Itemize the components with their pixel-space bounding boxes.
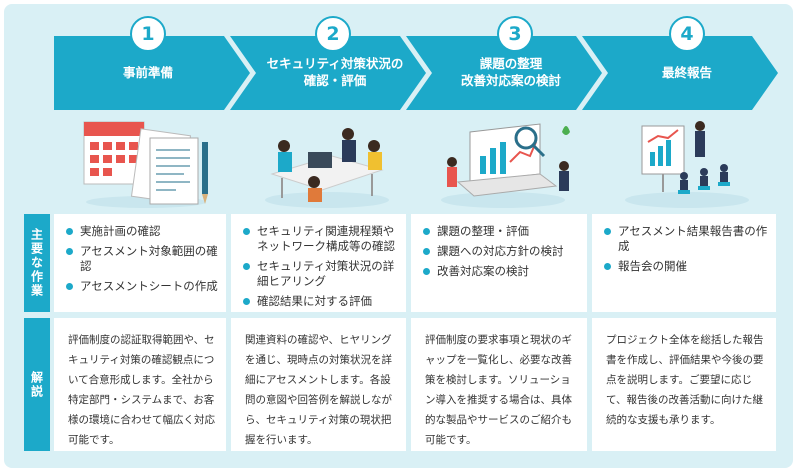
meeting-illustration xyxy=(265,128,389,208)
explanation-cell-1: 評価制度の認証取得範囲や、セキュリティ対策の確認観点について合意形成します。全社… xyxy=(54,318,226,451)
task-item: 課題の整理・評価 xyxy=(423,224,579,239)
task-item: アセスメント対象範囲の確認 xyxy=(66,244,218,274)
explanation-text: 関連資料の確認や、ヒヤリングを通じ、現時点の対策状況を詳細にアセスメントします。… xyxy=(245,334,392,446)
task-item: 課題への対応方針の検討 xyxy=(423,244,579,259)
main-tasks-cell-4: アセスメント結果報告書の作成 報告会の開催 xyxy=(592,214,776,312)
step-number-3: 3 xyxy=(497,16,533,52)
explanation-cell-2: 関連資料の確認や、ヒヤリングを通じ、現時点の対策状況を詳細にアセスメントします。… xyxy=(231,318,406,451)
explanation-text: プロジェクト全体を総括した報告書を作成し、評価結果や今後の要点を説明します。ご要… xyxy=(606,334,764,426)
explanation-text: 評価制度の要求事項と現状のギャップを一覧化し、必要な改善策を検討します。ソリュー… xyxy=(425,334,572,446)
task-item: 改善対応案の検討 xyxy=(423,264,579,279)
main-tasks-cell-3: 課題の整理・評価 課題への対応方針の検討 改善対応案の検討 xyxy=(411,214,587,312)
task-item: 報告会の開催 xyxy=(604,259,768,274)
analysis-illustration xyxy=(441,123,570,208)
task-item: セキュリティ対策状況の詳細ヒアリング xyxy=(243,259,398,289)
calendar-documents-illustration xyxy=(83,121,208,208)
main-tasks-cell-1: 実施計画の確認 アセスメント対象範囲の確認 アセスメントシートの作成 xyxy=(54,214,226,312)
task-item: アセスメント結果報告書の作成 xyxy=(604,224,768,254)
task-item: セキュリティ関連規程類やネットワーク構成等の確認 xyxy=(243,224,398,254)
presentation-illustration xyxy=(625,121,749,208)
step-arrow-3: 課題の整理 改善対応案の検討 xyxy=(406,36,602,110)
main-tasks-cell-2: セキュリティ関連規程類やネットワーク構成等の確認 セキュリティ対策状況の詳細ヒア… xyxy=(231,214,406,312)
row-label-main-tasks: 主要な作業 xyxy=(24,214,50,312)
explanation-text: 評価制度の認証取得範囲や、セキュリティ対策の確認観点について合意形成します。全社… xyxy=(68,334,215,446)
step-title-2: セキュリティ対策状況の 確認・評価 xyxy=(266,56,404,88)
step-number-1: 1 xyxy=(130,16,166,52)
task-item: 確認結果に対する評価 xyxy=(243,294,398,309)
step-title-1: 事前準備 xyxy=(122,64,173,80)
explanation-cell-4: プロジェクト全体を総括した報告書を作成し、評価結果や今後の要点を説明します。ご要… xyxy=(592,318,776,451)
task-item: アセスメントシートの作成 xyxy=(66,279,218,294)
explanation-cell-3: 評価制度の要求事項と現状のギャップを一覧化し、必要な改善策を検討します。ソリュー… xyxy=(411,318,587,451)
step-title-3: 課題の整理 改善対応案の検討 xyxy=(460,56,561,88)
step-number-4: 4 xyxy=(669,16,705,52)
task-item: 実施計画の確認 xyxy=(66,224,218,239)
step-number-2: 2 xyxy=(315,16,351,52)
step-title-4: 最終報告 xyxy=(661,64,712,80)
row-label-explanation: 解説 xyxy=(24,318,50,451)
